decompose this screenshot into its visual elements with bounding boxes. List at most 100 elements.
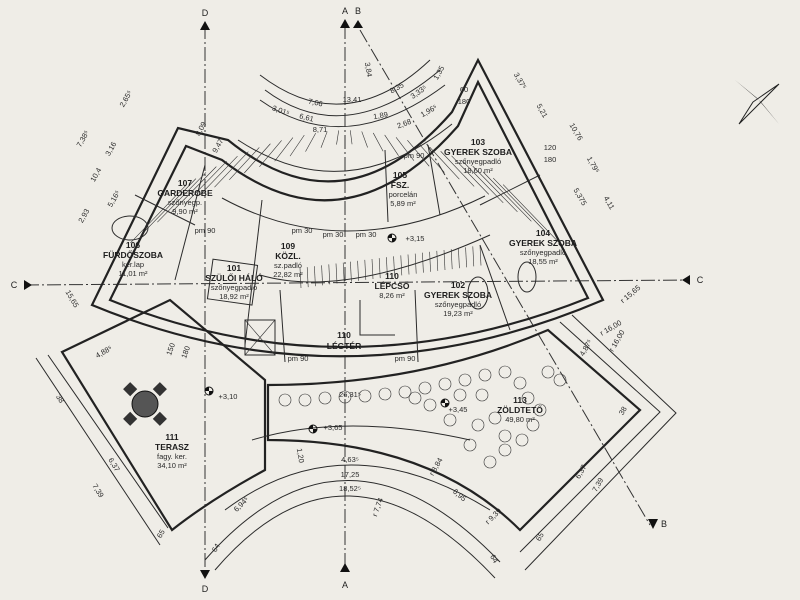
elevator-shaft xyxy=(244,319,276,356)
fan-step xyxy=(462,160,504,204)
lightwell-wall xyxy=(279,289,419,363)
fan-step xyxy=(451,155,490,195)
dimension: 8,71 xyxy=(313,125,328,134)
stair-step xyxy=(386,257,388,278)
stair-step xyxy=(472,246,475,267)
section-label-d-top: D xyxy=(202,8,209,18)
dimension: 3,16 xyxy=(103,140,118,157)
room-number: 105 xyxy=(393,170,407,180)
section-marker-b-top xyxy=(353,20,363,28)
building xyxy=(90,57,605,363)
section-marker-c-right xyxy=(682,275,690,285)
section-marker-b-bottom xyxy=(648,519,658,529)
opening-label: pm 90 xyxy=(288,354,309,363)
dimension: 1,79⁵ xyxy=(585,155,602,175)
room-area: 34,10 m² xyxy=(157,461,187,470)
partition-101 xyxy=(244,199,263,346)
stair-step xyxy=(414,253,417,274)
arc-2 xyxy=(224,464,491,511)
room-area: 11,01 m² xyxy=(118,269,148,278)
plant-icon xyxy=(483,455,497,469)
bottom-arcs xyxy=(204,59,501,579)
fan-step xyxy=(157,172,207,223)
dimension: 7,06 xyxy=(307,97,323,109)
fan-step xyxy=(384,134,399,156)
section-marker-a-bottom xyxy=(340,563,350,572)
dimension: 150 xyxy=(164,342,177,357)
green-roof-113-outline xyxy=(266,328,642,532)
arc-3 xyxy=(204,480,501,563)
dimension: 13,41 xyxy=(343,95,362,104)
stair-step xyxy=(429,251,431,272)
house-inner-wall xyxy=(108,79,590,349)
room-number: 101 xyxy=(227,263,241,273)
stair-step xyxy=(350,261,352,282)
fan-step xyxy=(336,130,340,145)
arc-4 xyxy=(214,495,496,579)
fan-step xyxy=(171,166,217,213)
fan-step xyxy=(130,184,187,244)
room-floor: szőnyegpadló xyxy=(520,248,566,257)
stair-step xyxy=(378,258,381,279)
stair-step xyxy=(299,267,302,289)
section-label-b-top: B xyxy=(355,6,361,16)
section-marker-d-bottom xyxy=(200,570,210,579)
fan-step xyxy=(229,147,260,181)
opening-label: pm 90 xyxy=(195,226,216,235)
dimension: 180 xyxy=(179,345,192,360)
dimension: 38 xyxy=(54,393,66,405)
room-floor: szőnyegpadló xyxy=(455,157,501,166)
plant-icon xyxy=(338,390,352,404)
room-area: 18,60 m² xyxy=(463,166,493,175)
plant-icon xyxy=(475,388,489,402)
plant-icon xyxy=(533,403,547,417)
stair-step xyxy=(458,248,460,269)
dimension: 3,01⁵ xyxy=(271,103,291,118)
dimension: 180 xyxy=(458,97,471,106)
top-arc-3 xyxy=(259,84,446,128)
terrace-111-outline xyxy=(60,298,267,532)
section-marker-c-left xyxy=(24,280,32,290)
dimension: 4,88⁵ xyxy=(94,344,114,361)
room-labels: 107 GARDEROBE szőnyegp. 9,90 m² 106 FÜRD… xyxy=(103,137,577,470)
plant-icon xyxy=(521,391,535,405)
dimension: 15,65 xyxy=(64,288,81,309)
room-floor: szőnyegpadló xyxy=(435,300,481,309)
stair-step xyxy=(407,254,410,275)
opening-label: pm 90 xyxy=(404,151,425,160)
room-number: 107 xyxy=(178,178,192,188)
dimension: 6,94⁵ xyxy=(232,495,251,514)
room-number: 106 xyxy=(126,240,140,250)
dimension: 5,16⁵ xyxy=(106,189,123,209)
plant-icon xyxy=(378,387,392,401)
room-floor: szőnyegp. xyxy=(168,198,202,207)
rug-102 xyxy=(467,276,489,310)
level-value: +3,45 xyxy=(449,405,468,414)
room-name: GYEREK SZOBA xyxy=(444,147,512,157)
dimension: 3,84 xyxy=(363,62,374,78)
terrace-111-edge xyxy=(35,354,169,546)
stair-step xyxy=(400,255,403,276)
dimension: 6,37 xyxy=(573,463,588,480)
dimension: 6,95 xyxy=(451,487,468,503)
level-marker-icon xyxy=(387,233,397,243)
stair-step xyxy=(393,256,395,277)
section-axes: A A B B C C D D xyxy=(11,6,704,594)
arc-1 xyxy=(251,425,471,441)
fan-step xyxy=(244,143,271,174)
plant-icon xyxy=(438,377,452,391)
exterior-stair-fan xyxy=(130,123,559,244)
fan-step xyxy=(259,140,282,167)
room-name: SZÜLŐI HÁLÓ xyxy=(205,272,263,283)
top-arc-1 xyxy=(259,59,431,105)
room-floor: szőnyegpadló xyxy=(211,283,257,292)
dimension: 64 xyxy=(488,553,500,565)
stair-step xyxy=(479,245,482,266)
opening-label: pm 30 xyxy=(323,230,344,239)
room-name: FSZ. xyxy=(391,180,409,190)
dimension: 4,63⁵ xyxy=(341,455,359,464)
plant-icon xyxy=(298,393,312,407)
top-arc-2 xyxy=(264,69,441,117)
room-area: 18,55 m² xyxy=(528,257,558,266)
